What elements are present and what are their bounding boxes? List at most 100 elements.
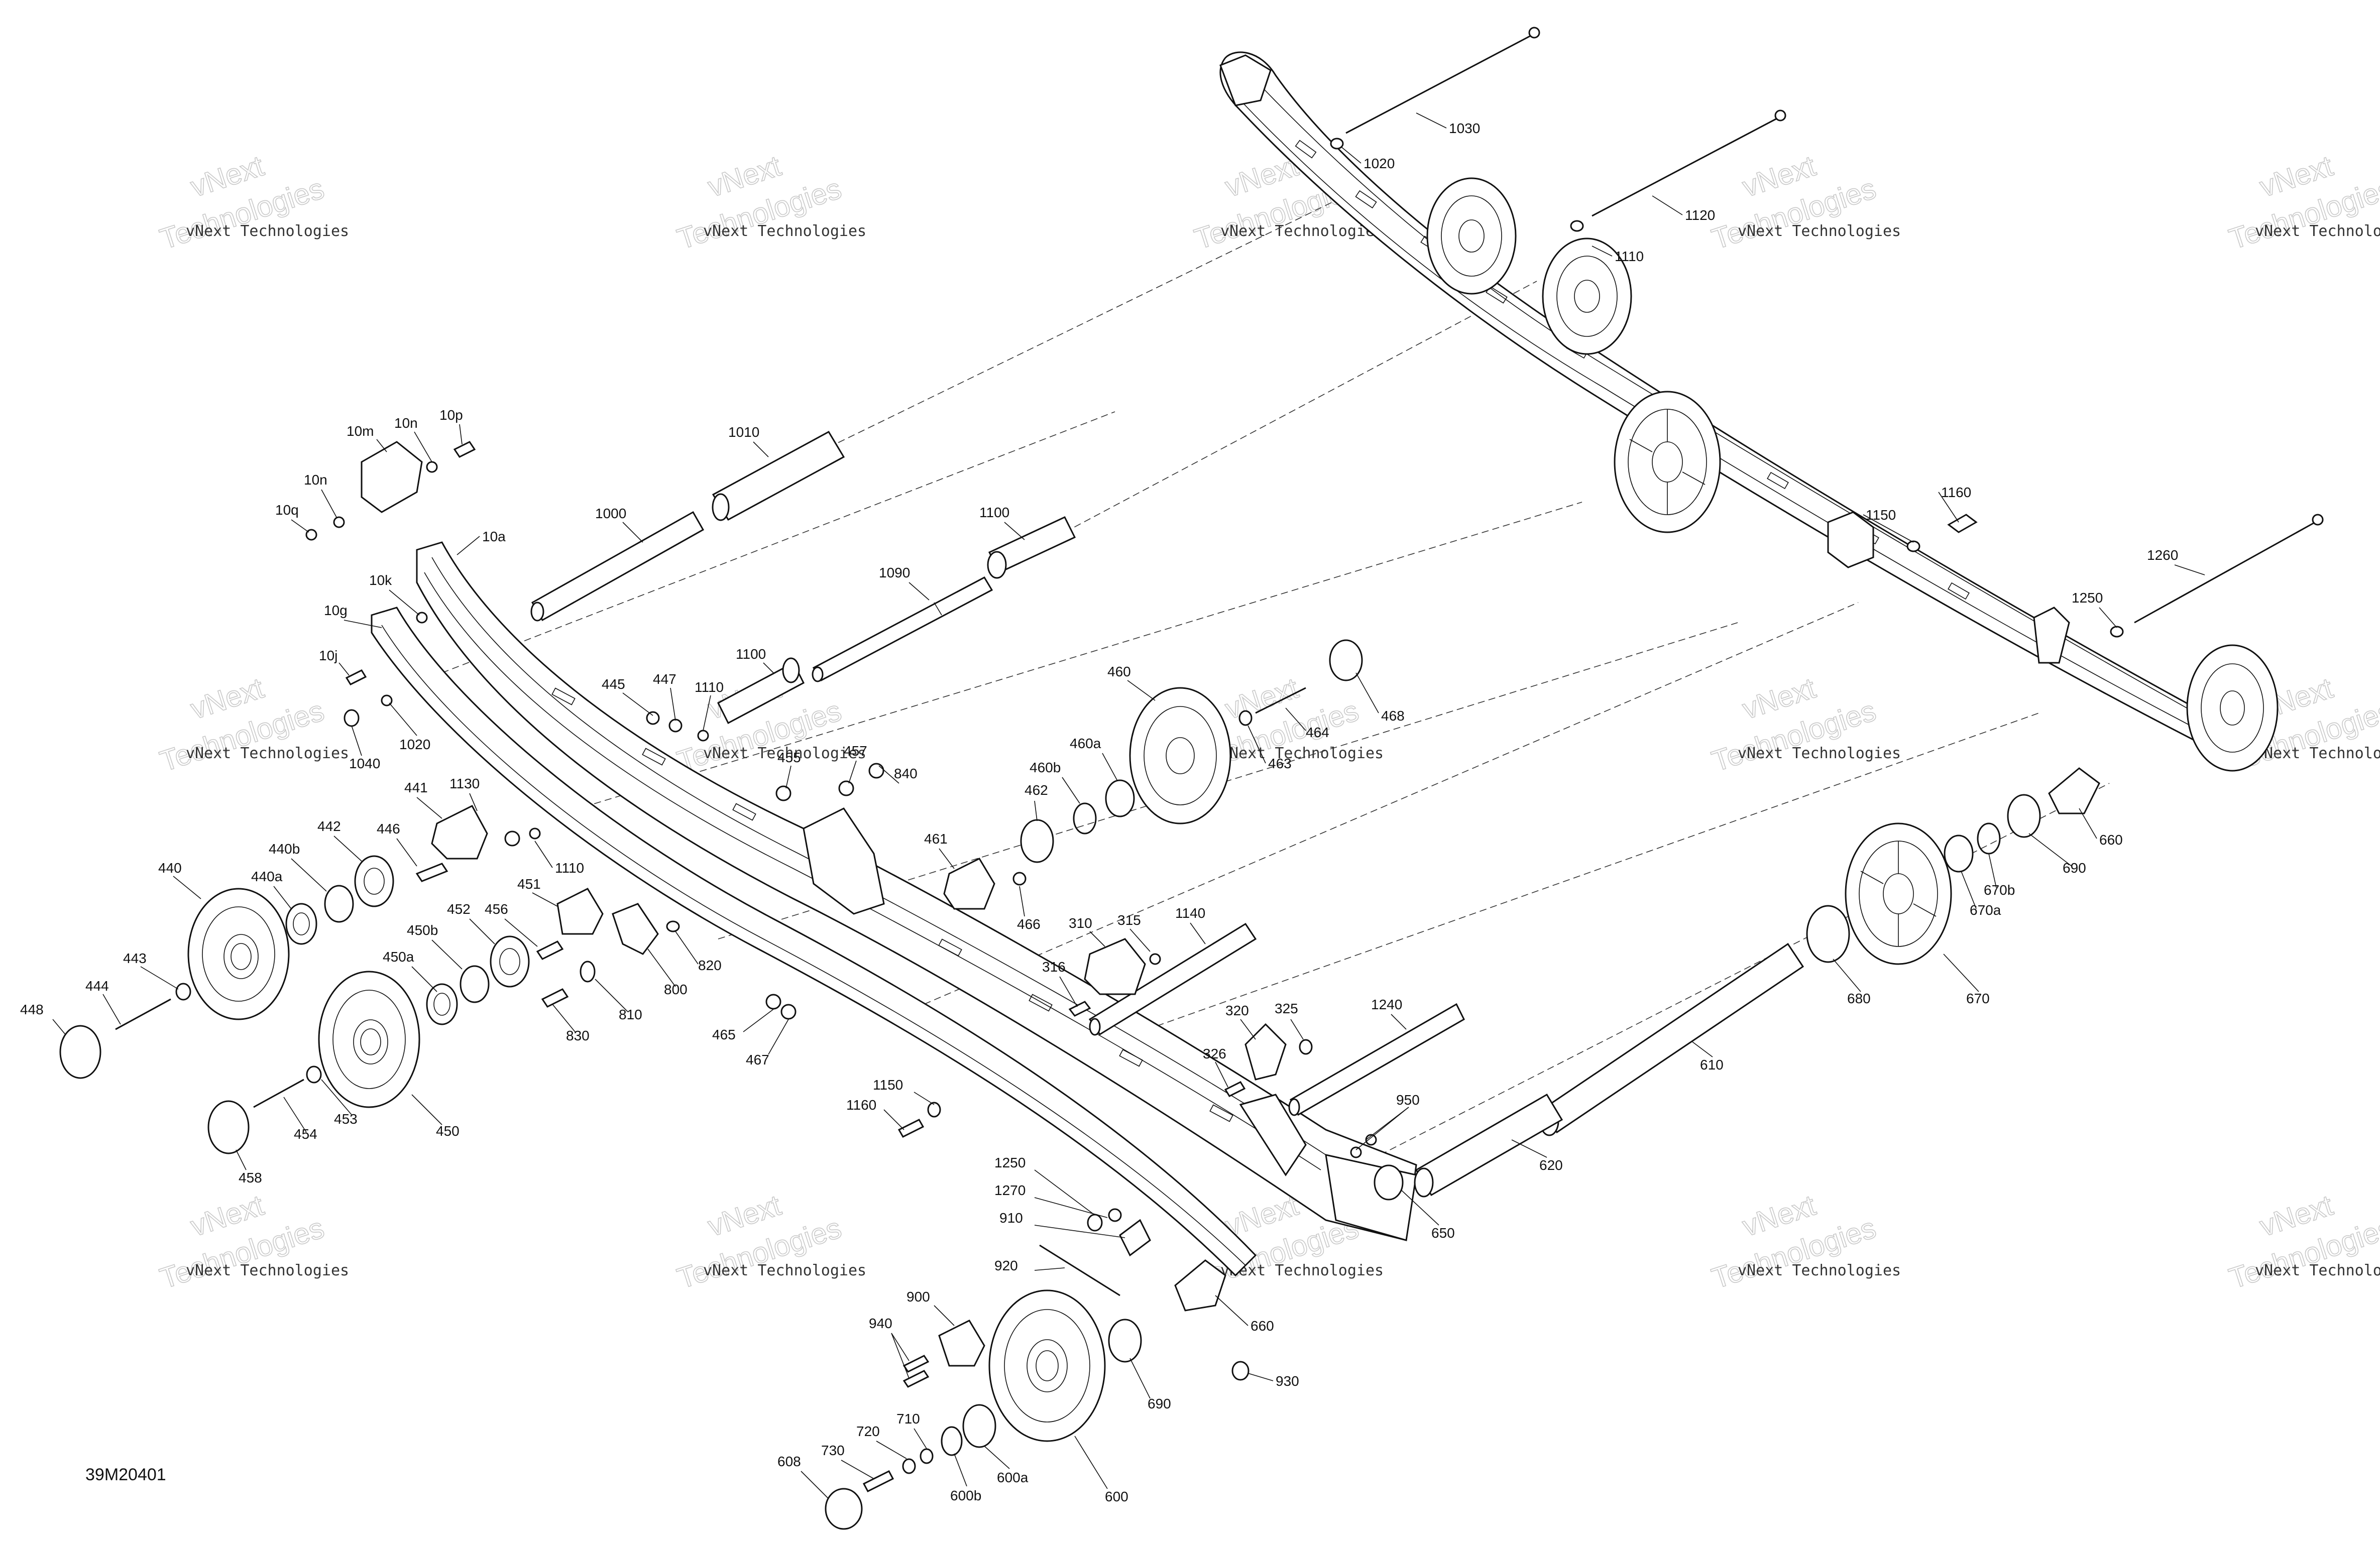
label-450: 450	[436, 1123, 460, 1139]
pin-920	[1039, 1244, 1120, 1296]
label-1140: 1140	[1175, 905, 1205, 921]
label-442: 442	[317, 818, 341, 834]
tube-610	[1539, 942, 1804, 1136]
watermark: vNext Technologies vNext Technologies	[1708, 1189, 1901, 1295]
label-464: 464	[1306, 725, 1329, 740]
watermark-name: vNext Technologies	[186, 1262, 349, 1279]
long-bolts	[1330, 27, 2324, 638]
label-1150: 1150	[1866, 507, 1896, 523]
drawing-reference: 39M20401	[85, 1465, 166, 1484]
label-800: 800	[664, 982, 688, 997]
watermark-name: vNext Technologies	[1220, 222, 1384, 240]
label-460a: 460a	[1070, 736, 1101, 751]
label-456: 456	[485, 901, 508, 917]
label-448: 448	[20, 1002, 44, 1017]
label-10m: 10m	[347, 423, 374, 439]
watermark-name: vNext Technologies	[1220, 1262, 1384, 1279]
label-1250: 1250	[2072, 590, 2103, 606]
small-parts-left	[59, 441, 680, 1154]
wheel-670	[1806, 767, 2100, 965]
label-440b: 440b	[269, 841, 300, 857]
wheel-450	[318, 971, 420, 1108]
assembly-lines	[441, 185, 2110, 1180]
watermark: vNext Technologies vNext Technologies	[1708, 149, 1901, 256]
label-820: 820	[698, 958, 722, 973]
label-10k: 10k	[369, 572, 392, 588]
label-444: 444	[85, 978, 109, 994]
shafts	[530, 430, 1804, 1296]
watermark-name: vNext Technologies	[703, 745, 866, 762]
label-600b: 600b	[950, 1488, 981, 1503]
label-1040: 1040	[349, 756, 380, 771]
tube-1100-upper	[987, 516, 1076, 579]
label-450b: 450b	[407, 922, 438, 938]
label-600a: 600a	[997, 1470, 1029, 1485]
tube-620	[1414, 1093, 1563, 1198]
label-441: 441	[404, 780, 428, 795]
front-rail-slots	[551, 687, 1233, 1122]
label-840: 840	[894, 766, 918, 781]
shaft-1090	[812, 576, 993, 682]
label-445: 445	[602, 676, 625, 692]
watermark: vNext Technologies vNext Technologies	[2225, 1189, 2380, 1295]
label-1010: 1010	[728, 424, 759, 440]
label-720: 720	[856, 1423, 880, 1439]
label-1160b: 1160	[846, 1097, 876, 1113]
tube-1240	[1288, 1003, 1465, 1116]
label-1260: 1260	[2147, 547, 2178, 563]
label-650: 650	[1431, 1225, 1455, 1241]
label-1250b: 1250	[994, 1155, 1026, 1170]
label-467: 467	[746, 1052, 769, 1067]
label-1000: 1000	[595, 506, 626, 521]
label-460: 460	[1107, 664, 1131, 679]
tube-1100-lower	[717, 657, 805, 725]
label-10a: 10a	[482, 529, 506, 544]
watermark-name: vNext Technologies	[186, 222, 349, 240]
label-1020b: 1020	[399, 737, 430, 752]
label-1240: 1240	[1371, 997, 1402, 1012]
back-rail-wheel-1110	[1426, 177, 1517, 295]
label-660: 660	[2099, 832, 2123, 848]
front-rail-10a	[416, 541, 1417, 1241]
watermark-name: vNext Technologies	[703, 1262, 866, 1279]
label-1130: 1130	[449, 776, 480, 791]
label-1100: 1100	[979, 505, 1009, 520]
tube-1000	[530, 511, 705, 622]
label-810: 810	[619, 1007, 642, 1022]
label-325: 325	[1275, 1001, 1298, 1016]
wheel-460	[646, 639, 1363, 1020]
back-rail-assembly	[1219, 51, 2279, 772]
label-453: 453	[334, 1111, 358, 1127]
watermark: vNext Technologies vNext Technologies	[673, 1189, 866, 1295]
watermark-name: vNext Technologies	[1738, 222, 1901, 240]
label-660b: 660	[1251, 1318, 1274, 1334]
label-690: 690	[2063, 860, 2086, 876]
label-1120: 1120	[1685, 207, 1715, 223]
watermark-name: vNext Technologies	[1738, 1262, 1901, 1279]
label-1030: 1030	[1449, 121, 1480, 136]
watermark: vNext Technologies vNext Technologies	[673, 149, 866, 256]
tube-1010	[712, 430, 845, 521]
label-950: 950	[1396, 1092, 1420, 1108]
label-830: 830	[566, 1028, 590, 1043]
label-315: 315	[1117, 912, 1141, 928]
watermark: vNext Technologies vNext Technologies	[2225, 149, 2380, 256]
label-320: 320	[1225, 1003, 1249, 1018]
label-670: 670	[1966, 991, 1990, 1006]
label-10n: 10n	[304, 472, 327, 488]
label-450a: 450a	[383, 949, 414, 965]
wheel-440	[187, 888, 290, 1020]
watermark-name: vNext Technologies	[2255, 745, 2380, 762]
label-10g: 10g	[324, 603, 348, 618]
label-316: 316	[1042, 959, 1066, 975]
label-910: 910	[999, 1210, 1023, 1226]
watermark: vNext Technologies vNext Technologies	[1708, 671, 1901, 778]
leader-lines	[52, 112, 2205, 1499]
watermark-name: vNext Technologies	[2255, 222, 2380, 240]
front-rail-assembly	[416, 541, 1417, 1241]
label-608: 608	[777, 1454, 801, 1469]
label-1150b: 1150	[873, 1077, 903, 1093]
label-468: 468	[1381, 708, 1405, 724]
label-1020: 1020	[1364, 156, 1395, 171]
watermark: vNext Technologies vNext Technologies	[156, 149, 349, 256]
